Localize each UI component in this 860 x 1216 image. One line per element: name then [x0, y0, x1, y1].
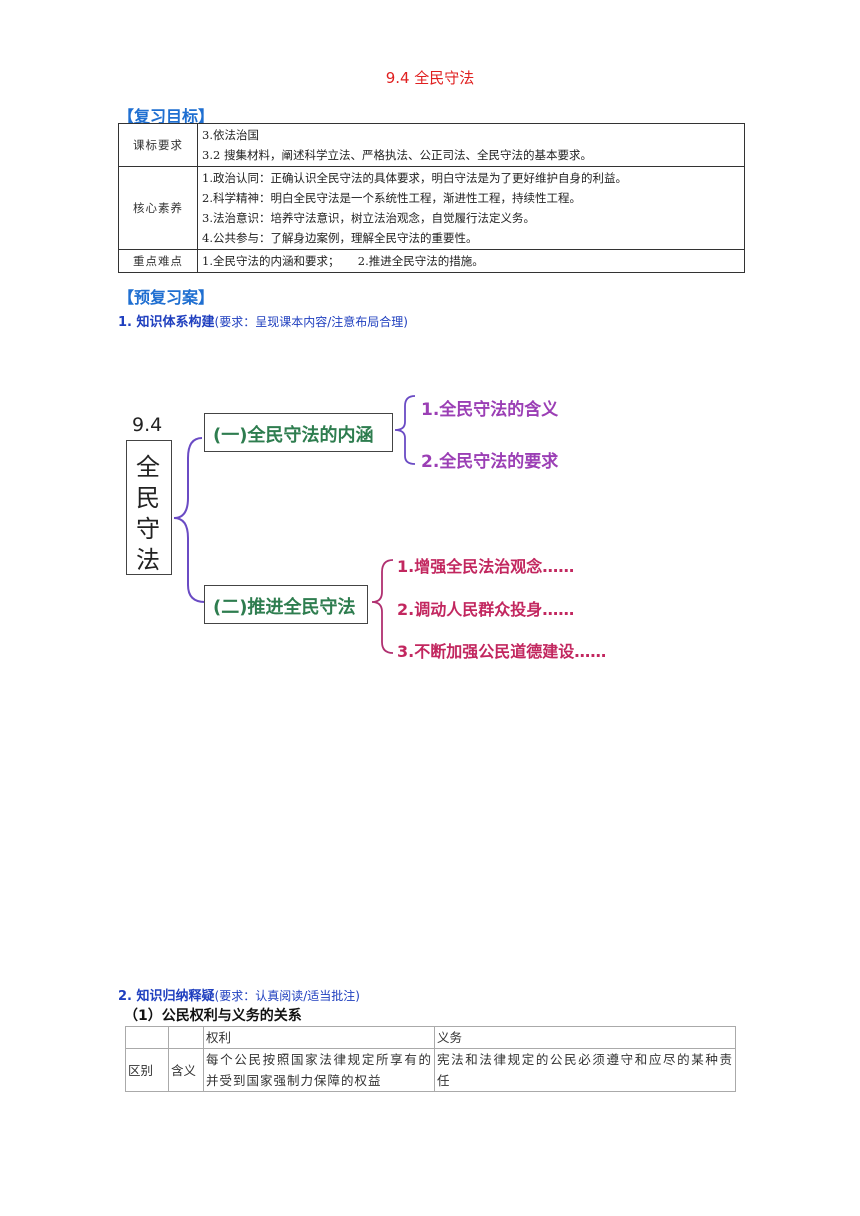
branch2-leaf: 1.增强全民法治观念……: [397, 557, 575, 576]
table-row: 重点难点 1.全民守法的内涵和要求； 2.推进全民守法的措施。: [118, 249, 745, 273]
table-row: 课标要求 3.依法治国 3.2 搜集材料，阐述科学立法、严格执法、公正司法、全民…: [118, 123, 745, 167]
root-char: 民: [136, 484, 160, 512]
branch2-leaf: 2.调动人民群众投身……: [397, 600, 575, 619]
root-brace: [173, 437, 206, 603]
mindmap-number: 9.4: [132, 414, 163, 436]
table-row: 区别 含义 每个公民按照国家法律规定所享有的并受到国家强制力保障的权益 宪法和法…: [125, 1048, 736, 1092]
content-line: 1.全民守法的内涵和要求； 2.推进全民守法的措施。: [202, 254, 484, 268]
rights-duties-table: 权利 义务 区别 含义 每个公民按照国家法律规定所享有的并受到国家强制力保障的权…: [125, 1026, 736, 1092]
mind-map-connectors: [173, 395, 416, 654]
branch2-label: (二)推进全民守法: [213, 597, 356, 618]
table-row: 权利 义务: [125, 1026, 736, 1049]
item-title: 2. 知识归纳释疑: [118, 989, 215, 1004]
column-header: 权利: [203, 1026, 435, 1049]
item-requirement: (要求：认真阅读/适当批注): [214, 989, 360, 1003]
branch2-box: (二)推进全民守法: [204, 585, 368, 624]
root-char: 守: [136, 515, 160, 543]
review-goals-heading: 【复习目标】: [118, 107, 215, 126]
review-goals-table: 课标要求 3.依法治国 3.2 搜集材料，阐述科学立法、严格执法、公正司法、全民…: [118, 123, 745, 273]
branch1-leaf: 2.全民守法的要求: [421, 452, 559, 472]
root-char: 全: [136, 453, 160, 481]
content-line: 3.2 搜集材料，阐述科学立法、严格执法、公正司法、全民守法的基本要求。: [202, 148, 592, 162]
branch1-brace: [394, 395, 416, 465]
mind-map: 9.4 全 民 守 法 (一)全民守法的内涵 1.全民守法的含义 2.全民守法的…: [110, 380, 630, 670]
mindmap-root-box: 全 民 守 法: [126, 440, 172, 575]
branch2-brace: [371, 559, 394, 654]
item-requirement: (要求：呈现课本内容/注意布局合理): [214, 315, 408, 329]
row-label: 区别: [125, 1048, 169, 1092]
content-line: 1.政治认同：正确认识全民守法的具体要求，明白守法是为了更好维护自身的利益。: [202, 171, 627, 185]
knowledge-structure-heading: 1. 知识体系构建(要求：呈现课本内容/注意布局合理): [118, 311, 408, 330]
table-row: 核心素养 1.政治认同：正确认识全民守法的具体要求，明白守法是为了更好维护自身的…: [118, 166, 745, 250]
content-line: 4.公共参与：了解身边案例，理解全民守法的重要性。: [202, 231, 478, 245]
row-content: 1.政治认同：正确认识全民守法的具体要求，明白守法是为了更好维护自身的利益。 2…: [197, 166, 745, 250]
branch1-box: (一)全民守法的内涵: [204, 413, 393, 452]
row-label: 核心素养: [118, 166, 198, 250]
duties-cell: 宪法和法律规定的公民必须遵守和应尽的某种责任: [434, 1048, 736, 1092]
branch2-leaf: 3.不断加强公民道德建设……: [397, 642, 607, 661]
empty-cell: [168, 1026, 204, 1049]
branch1-label: (一)全民守法的内涵: [213, 425, 374, 446]
content-line: 3.法治意识：培养守法意识，树立法治观念，自觉履行法定义务。: [202, 211, 535, 225]
content-line: 2.科学精神：明白全民守法是一个系统性工程，渐进性工程，持续性工程。: [202, 191, 581, 205]
preview-heading: 【预复习案】: [118, 288, 215, 307]
root-char: 法: [136, 546, 160, 574]
document-title: 9.4 全民守法: [385, 69, 475, 87]
row-content: 3.依法治国 3.2 搜集材料，阐述科学立法、严格执法、公正司法、全民守法的基本…: [197, 123, 745, 167]
row-label: 课标要求: [118, 123, 198, 167]
item-title: 1. 知识体系构建: [118, 315, 215, 330]
rights-duties-heading: （1）公民权利与义务的关系: [124, 1008, 302, 1024]
column-header: 义务: [434, 1026, 736, 1049]
knowledge-summary-heading: 2. 知识归纳释疑(要求：认真阅读/适当批注): [118, 985, 360, 1004]
row-label: 重点难点: [118, 249, 198, 273]
sub-label: 含义: [168, 1048, 204, 1092]
empty-cell: [125, 1026, 169, 1049]
rights-cell: 每个公民按照国家法律规定所享有的并受到国家强制力保障的权益: [203, 1048, 435, 1092]
branch1-leaf: 1.全民守法的含义: [421, 400, 559, 420]
row-content: 1.全民守法的内涵和要求； 2.推进全民守法的措施。: [197, 249, 745, 273]
content-line: 3.依法治国: [202, 128, 259, 142]
